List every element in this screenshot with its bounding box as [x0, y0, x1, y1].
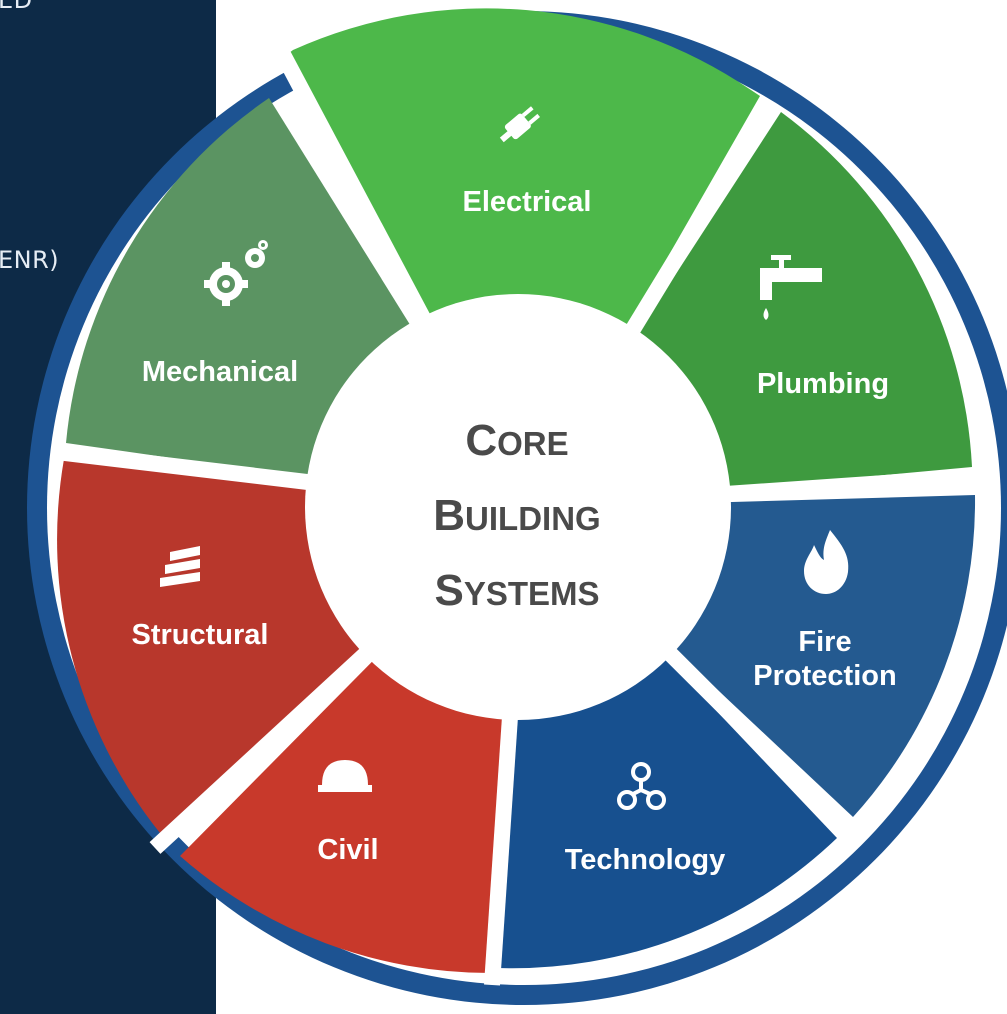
center-line-systems: SYSTEMS	[434, 566, 599, 615]
fire-protection-label-line1: Fire	[798, 626, 851, 658]
mechanical-item: Mechanical	[142, 240, 298, 388]
plumbing-label: Plumbing	[757, 368, 889, 400]
segment-electrical	[289, 8, 760, 509]
center-circle	[305, 294, 731, 720]
beams-icon	[160, 546, 200, 587]
civil-label: Civil	[317, 834, 378, 866]
electrical-label: Electrical	[463, 186, 592, 218]
plug-icon	[499, 106, 540, 143]
electrical-item: Electrical	[463, 106, 592, 218]
flame-icon	[804, 530, 849, 594]
side-panel-text-top: ED	[0, 0, 33, 14]
side-panel-text-middle: ENR)	[0, 246, 60, 274]
fire-protection-label-line2: Protection	[753, 660, 896, 692]
hardhat-icon	[318, 760, 372, 792]
gears-icon	[204, 240, 268, 306]
civil-item: Civil	[317, 760, 379, 866]
center-line-core: CORE	[465, 416, 568, 465]
center-line-building: BUILDING	[433, 491, 600, 540]
structural-label: Structural	[132, 619, 269, 651]
network-icon	[617, 762, 666, 810]
fire-protection-item: Fire Protection	[753, 530, 897, 692]
plumbing-item: Plumbing	[757, 255, 889, 400]
structural-item: Structural	[132, 546, 269, 651]
mechanical-label: Mechanical	[142, 356, 298, 388]
faucet-icon	[760, 255, 822, 320]
technology-item: Technology	[565, 762, 726, 876]
technology-label: Technology	[565, 844, 726, 876]
